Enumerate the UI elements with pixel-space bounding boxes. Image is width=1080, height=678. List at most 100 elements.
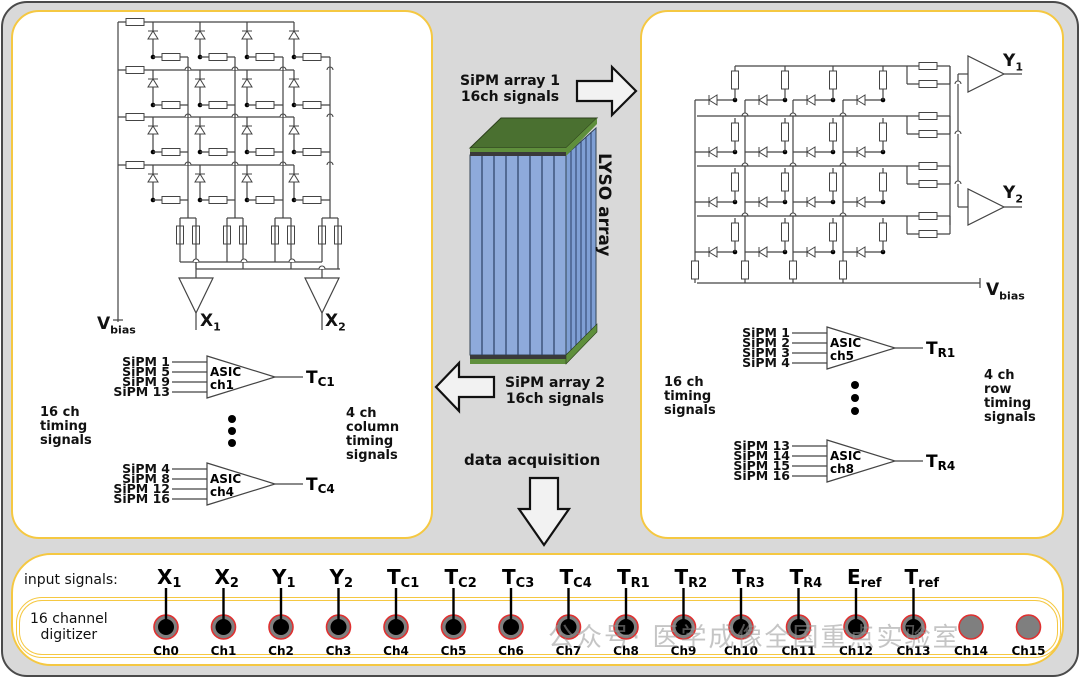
y1-output-label: Y1 [1003, 51, 1023, 74]
sipm-diode-icon [708, 196, 718, 208]
input-signal-label: Eref [847, 565, 882, 591]
asic-amplifier-icon [206, 355, 278, 399]
input-signal-label: TR1 [617, 565, 650, 591]
asic-amplifier-icon [206, 462, 278, 506]
channel-label: Ch13 [896, 644, 930, 658]
resistor [829, 122, 837, 142]
sipm-board-edge [470, 148, 566, 152]
input-signal-label: X1 [157, 565, 181, 591]
left-readout-panel [11, 10, 433, 539]
right-vbias-label: Vbias [986, 280, 1025, 303]
x2-output-label: X2 [325, 311, 346, 334]
digitizer-channel[interactable]: Ch15 [1011, 614, 1046, 658]
digitizer-channel[interactable]: Ch14 [954, 614, 988, 658]
sipm-diode-icon [241, 125, 253, 135]
watermark: 公众号· 医学成像全国重点实验室 [548, 623, 961, 653]
asic-input-label: SiPM 15 [733, 458, 790, 473]
lyso-label: LYSO array [594, 153, 614, 257]
resistor [161, 148, 181, 156]
connector-icon [1015, 614, 1042, 640]
resistor [731, 122, 739, 142]
resistor [208, 148, 228, 156]
resistor [781, 70, 789, 90]
resistor [208, 196, 228, 204]
resistor [829, 172, 837, 192]
input-signal-label: TC1 [387, 565, 419, 591]
resistor [125, 18, 145, 26]
resistor [918, 112, 938, 120]
resistor [879, 172, 887, 192]
sipm-diode-icon [194, 30, 206, 40]
input-signal-label: TC4 [560, 565, 592, 591]
input-signals-label: input signals: [24, 572, 118, 588]
resistor [918, 130, 938, 138]
sipm-diode-icon [758, 196, 768, 208]
amplifier-icon [967, 188, 1006, 226]
arrow-right-icon [575, 64, 638, 118]
channel-label: Ch4 [383, 644, 409, 658]
sipm-layer-bottom [470, 355, 566, 359]
right-circuit [691, 55, 1022, 288]
resistor [789, 260, 797, 280]
sipm-board-bottom-side [565, 323, 598, 365]
sipm-diode-icon [806, 246, 816, 258]
sipm-board-side [566, 118, 597, 156]
row-timing-note: 4 ch row timing signals [984, 368, 1036, 425]
asic-name: ASIC [830, 449, 861, 463]
resistor [781, 172, 789, 192]
asic-channel: ch5 [830, 349, 854, 363]
resistor [829, 70, 837, 90]
sipm-diode-icon [856, 146, 866, 158]
asic-input-label: SiPM 9 [122, 374, 170, 389]
resistor [161, 196, 181, 204]
sipm-diode-icon [147, 125, 159, 135]
input-signal-label: TC2 [445, 565, 477, 591]
sipm-diode-icon [241, 30, 253, 40]
ellipsis-dot [851, 394, 859, 402]
resistor [741, 260, 749, 280]
channel-label: Ch1 [211, 644, 237, 658]
resistor [781, 222, 789, 242]
sipm-diode-icon [194, 173, 206, 183]
sipm-diode-icon [856, 94, 866, 106]
channel-label: Ch14 [954, 644, 988, 658]
asic-input-label: SiPM 4 [742, 355, 790, 370]
arrow-down-icon [516, 476, 572, 547]
wire-crossover [741, 212, 749, 217]
sipm-diode-icon [288, 125, 300, 135]
input-signal-label: Y2 [329, 565, 354, 591]
resistor [731, 222, 739, 242]
resistor [161, 101, 181, 109]
tr1-output-label: TR1 [926, 339, 955, 360]
asic-channel: ch1 [210, 378, 234, 392]
wire-crossover [789, 162, 797, 167]
wire-crossover [192, 258, 200, 263]
channel-label: Ch11 [781, 644, 815, 658]
sipm-diode-icon [288, 78, 300, 88]
channel-label: Ch9 [671, 644, 697, 658]
asic-input-label: SiPM 8 [122, 471, 170, 486]
sipm-diode-icon [147, 30, 159, 40]
ellipsis-dot [851, 381, 859, 389]
amplifier-icon [178, 277, 214, 315]
channel-label: Ch10 [724, 644, 758, 658]
resistor [125, 161, 145, 169]
left-timing-note: 16 ch timing signals [40, 405, 92, 448]
resistor [829, 222, 837, 242]
